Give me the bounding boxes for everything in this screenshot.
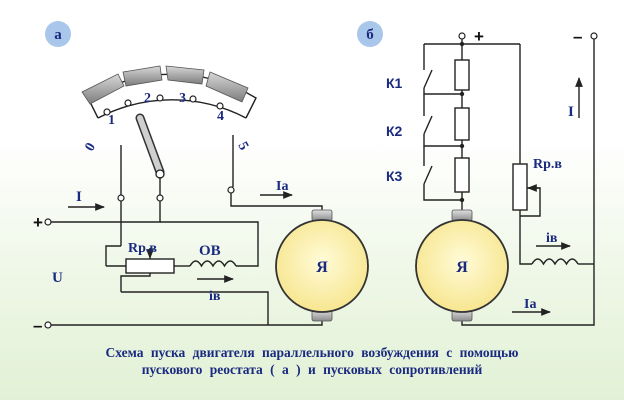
minus-terminal-a [44,321,52,329]
minus-a-label: – [33,316,42,335]
contact-label-2: 2 [144,91,151,106]
lever-pivot [155,169,165,179]
terminal-l [117,194,125,202]
contact-label-4: 4 [217,109,224,124]
field-rheostat-b [512,163,528,211]
figure-caption: Схема пуска двигателя параллельного возб… [0,344,624,378]
start-resistor-2 [454,107,470,141]
terminal-r [227,186,235,194]
panel-a-wires [48,135,323,326]
field-rheostat-b-label: Rр.в [533,157,562,172]
plus-terminal-a [44,218,52,226]
minus-b-label: – [573,27,582,46]
armature-b-label: Я [456,259,468,276]
field-current-b-label: iв [546,231,558,246]
terminal-m [156,194,164,202]
contact-label-5: 5 [235,140,251,154]
panel-a-diagram: а 0 1 2 3 4 5 [33,21,369,335]
contactor-k2-label: К2 [386,123,403,139]
start-resistor-3 [454,157,470,193]
field-winding-a-label: ОВ [199,243,221,259]
armature-b [415,219,509,313]
panel-b-badge [357,21,383,47]
contactor-k3-label: К3 [386,168,403,184]
field-rheostat-a-label: Rр.в [128,241,157,256]
armature-a [275,219,369,313]
rheostat-inner-arc [97,99,247,119]
minus-terminal-b [590,32,598,40]
contact-label-1: 1 [108,113,115,128]
current-I-a-label: I [76,189,82,205]
current-Ia-b-label: Iа [524,297,536,312]
armature-a-label: Я [316,259,328,276]
voltage-U-label: U [52,270,63,286]
start-resistor-1 [454,59,470,91]
contactor-k1 [423,69,433,89]
field-rheostat-a [125,258,175,274]
panel-a-badge-label: а [54,27,62,43]
panel-b-diagram: б + – [357,21,598,326]
caption-line-1: Схема пуска двигателя параллельного возб… [105,345,519,360]
contactor-k2 [423,115,433,135]
rheostat-contacts [103,94,224,116]
field-current-a-label: iв [209,289,221,304]
current-Ia-a-label: Iа [276,179,288,194]
panel-a-badge [45,21,71,47]
contact-label-3: 3 [179,91,186,106]
field-winding-a [189,260,237,268]
plus-b-label: + [474,27,484,46]
caption-line-2: пускового реостата ( а ) и пусковых сопр… [141,362,483,377]
plus-a-label: + [33,213,43,232]
contact-label-0: 0 [82,140,98,154]
plus-terminal-b [458,32,466,40]
field-winding-b [531,258,579,266]
contactor-k1-label: К1 [386,75,403,91]
contactor-k3 [423,165,433,185]
panel-b-badge-label: б [366,27,374,43]
panel-b-wires [423,39,595,326]
current-I-b-label: I [568,104,574,120]
rheostat-segments [81,65,249,105]
